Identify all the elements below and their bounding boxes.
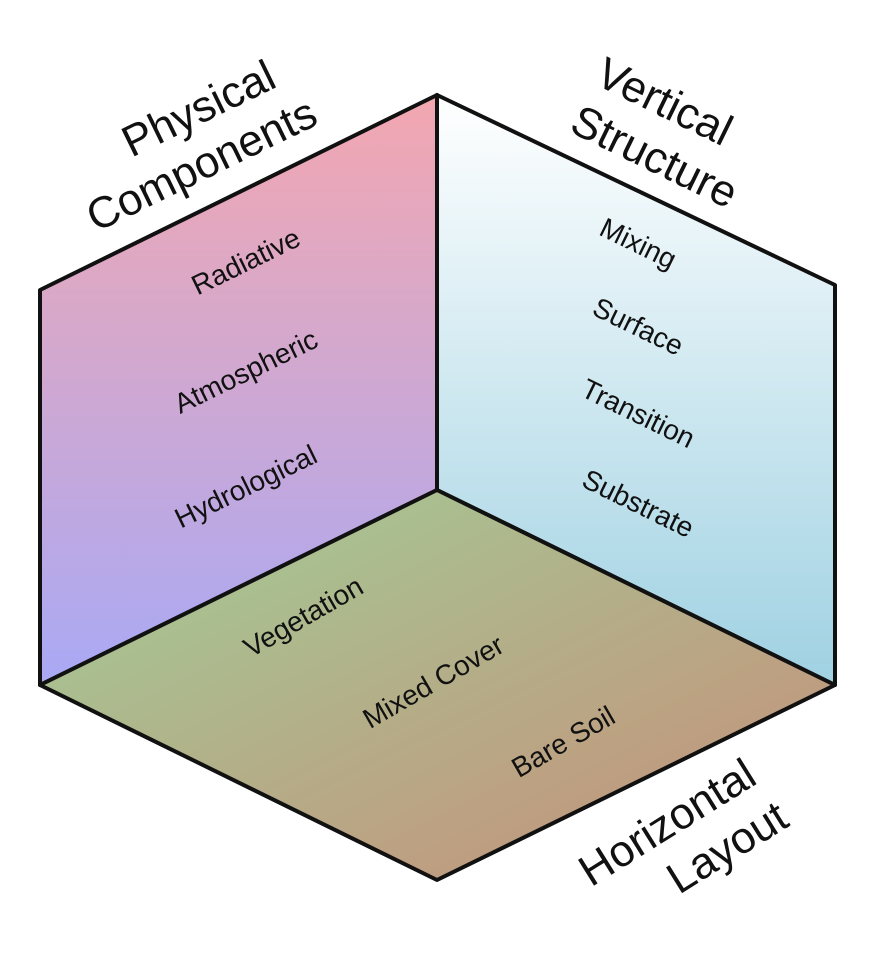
- horizontal-layout-face: [38, 488, 837, 882]
